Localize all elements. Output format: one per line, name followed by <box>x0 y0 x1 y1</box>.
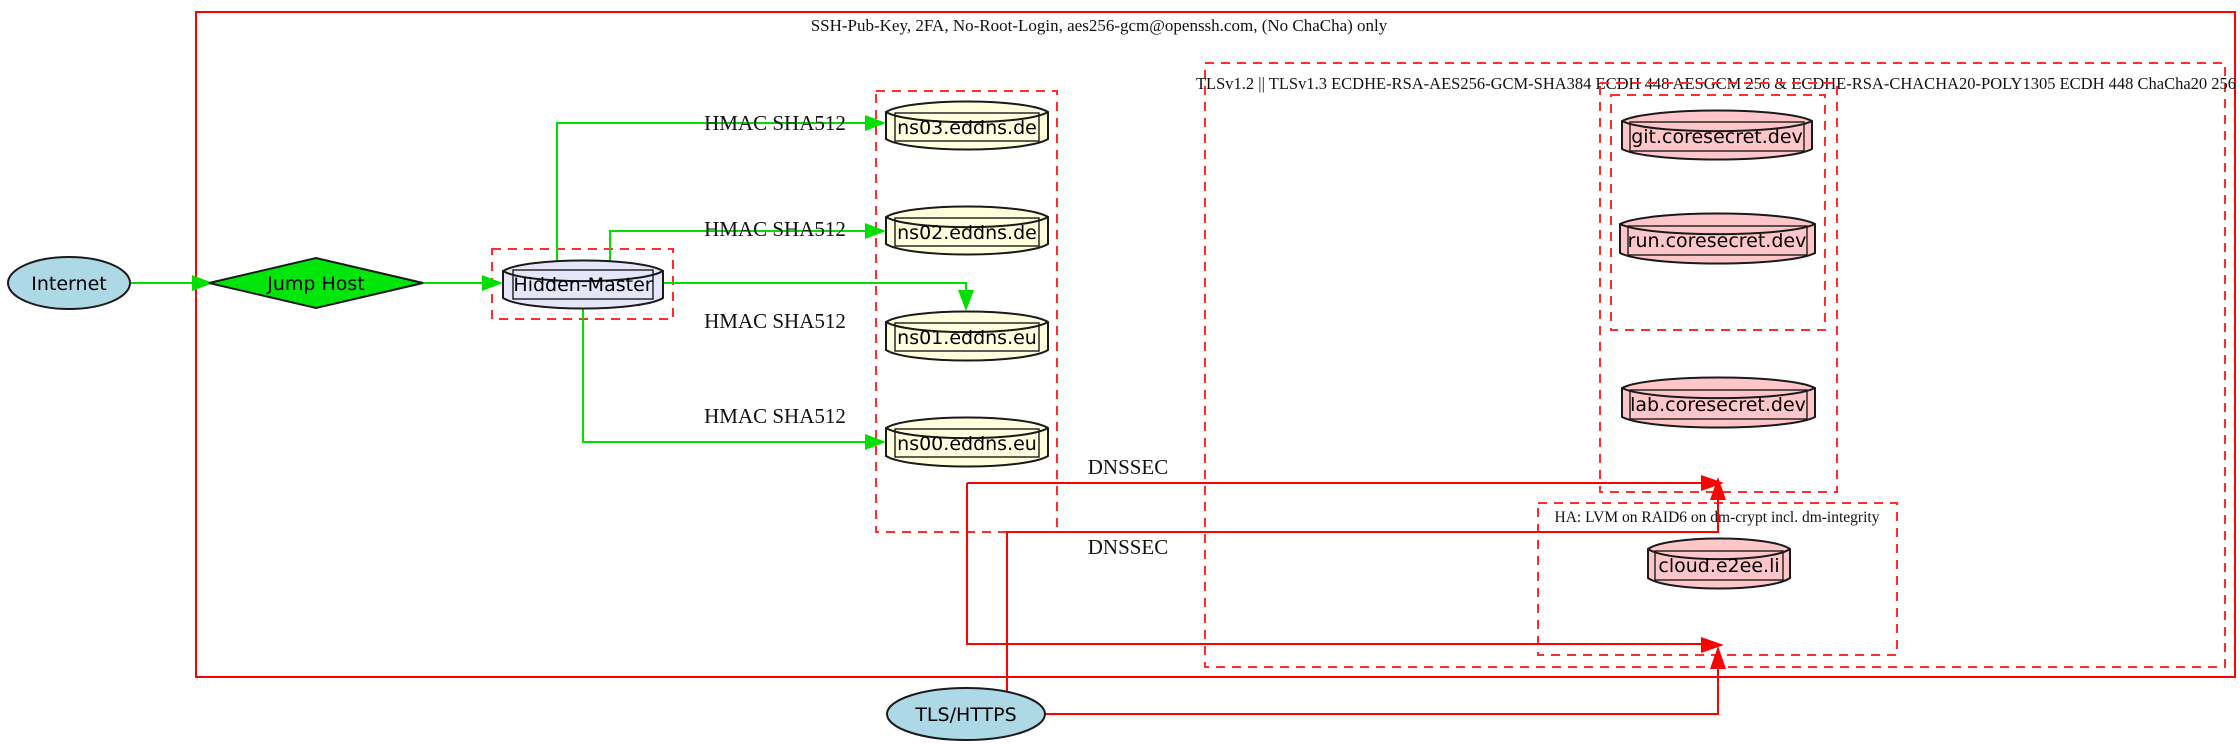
cylinder-lid <box>1647 548 1791 561</box>
node-internet-label: Internet <box>31 273 106 295</box>
node-ns00-label: ns00.eddns.eu <box>897 433 1037 455</box>
label-box <box>1629 121 1805 152</box>
node-internet: Internet <box>7 256 131 310</box>
edge-dnssec-to-coresecret: DNSSEC <box>967 455 1724 491</box>
cylinder-body <box>885 416 1049 468</box>
arrowhead-right-icon <box>1701 475 1724 491</box>
arrowhead-up-icon <box>1710 477 1726 500</box>
edge-line <box>582 305 867 443</box>
node-hidden-master: Hidden-Master <box>502 259 664 310</box>
cluster-ssh-box <box>195 11 2236 678</box>
edge-hiddenmaster-ns03: HMAC SHA512 <box>556 111 886 262</box>
cylinder-lid <box>1619 223 1816 236</box>
arrowhead-down-icon <box>958 290 974 311</box>
internet-ellipse <box>7 256 131 310</box>
label-box <box>1627 225 1808 256</box>
node-ns02-label: ns02.eddns.de <box>897 222 1037 244</box>
label-box <box>894 322 1040 352</box>
node-ns03-label: ns03.eddns.de <box>897 117 1037 139</box>
cylinder-lid <box>885 216 1049 229</box>
tls-https-ellipse <box>886 687 1046 741</box>
arrowhead-up-icon <box>1710 646 1726 669</box>
node-lab-label: lab.coresecret.dev <box>1630 394 1806 416</box>
node-git: git.coresecret.dev <box>1621 109 1813 161</box>
edge-tlshttps-to-ha <box>1045 646 1726 715</box>
edge-hiddenmaster-ns01: HMAC SHA512 <box>663 282 974 333</box>
edge-label-dnssec-bottom: DNSSEC <box>1088 535 1169 559</box>
edge-line <box>1045 668 1719 715</box>
node-tls-https: TLS/HTTPS <box>886 687 1046 741</box>
node-run-label: run.coresecret.dev <box>1628 230 1807 252</box>
node-ns01: ns01.eddns.eu <box>885 310 1049 362</box>
node-cloud: cloud.e2ee.li <box>1647 537 1791 590</box>
arrowhead-right-icon <box>865 434 886 450</box>
edge-label-hmac-ns02: HMAC SHA512 <box>704 217 846 241</box>
edge-hiddenmaster-ns00: HMAC SHA512 <box>582 305 886 450</box>
edge-line <box>663 282 967 292</box>
cylinder-lid <box>1621 120 1813 133</box>
edge-label-hmac-ns00: HMAC SHA512 <box>704 404 846 428</box>
node-ns00: ns00.eddns.eu <box>885 416 1049 468</box>
edge-label-hmac-ns03: HMAC SHA512 <box>704 111 846 135</box>
edge-label-hmac-ns01: HMAC SHA512 <box>704 309 846 333</box>
arrowhead-right-icon <box>865 115 886 131</box>
label-box <box>894 112 1040 142</box>
node-jump-host-label: Jump Host <box>266 273 365 295</box>
label-box <box>512 269 654 300</box>
cylinder-body <box>885 310 1049 362</box>
edge-hiddenmaster-ns02: HMAC SHA512 <box>609 217 886 262</box>
arrowhead-right-icon <box>482 275 503 291</box>
edge-jumphost-hiddenmaster <box>423 275 503 291</box>
edge-line <box>556 122 867 262</box>
cylinder-lid <box>1621 387 1816 400</box>
node-lab: lab.coresecret.dev <box>1621 376 1816 429</box>
cluster-ssh-title: SSH-Pub-Key, 2FA, No-Root-Login, aes256-… <box>811 16 1388 35</box>
edge-line <box>609 230 867 262</box>
node-tls-https-label: TLS/HTTPS <box>914 704 1016 726</box>
cylinder-lid <box>502 270 664 283</box>
label-box <box>1629 389 1808 420</box>
arrowhead-right-icon <box>1701 637 1724 653</box>
node-jump-host: Jump Host <box>208 256 424 310</box>
cylinder-body <box>1621 109 1813 161</box>
label-box <box>894 428 1040 458</box>
node-run: run.coresecret.dev <box>1619 212 1816 265</box>
node-hidden-master-label: Hidden-Master <box>513 274 652 296</box>
node-ns01-label: ns01.eddns.eu <box>897 327 1037 349</box>
label-box <box>1654 550 1784 581</box>
cylinder-lid <box>885 111 1049 124</box>
cylinder-body <box>502 259 664 310</box>
edge-line <box>1006 499 1719 691</box>
jump-host-diamond <box>208 256 424 310</box>
edge-internet-jumphost <box>130 275 213 291</box>
cylinder-lid <box>885 321 1049 334</box>
edge-line <box>966 483 1703 645</box>
edge-tlshttps-to-coresecret <box>1006 477 1726 691</box>
arrowhead-right-icon <box>865 223 886 239</box>
cluster-coresecret-box <box>1599 82 1838 493</box>
node-cloud-label: cloud.e2ee.li <box>1658 555 1779 577</box>
cylinder-lid <box>885 427 1049 440</box>
edge-label-dnssec-top: DNSSEC <box>1088 455 1169 479</box>
node-ns03: ns03.eddns.de <box>885 100 1049 151</box>
arrowhead-right-icon <box>192 275 213 291</box>
edge-dnssec-to-ha: DNSSEC <box>966 483 1724 653</box>
node-ns02: ns02.eddns.de <box>885 205 1049 256</box>
label-box <box>894 217 1040 247</box>
node-git-label: git.coresecret.dev <box>1631 126 1803 148</box>
